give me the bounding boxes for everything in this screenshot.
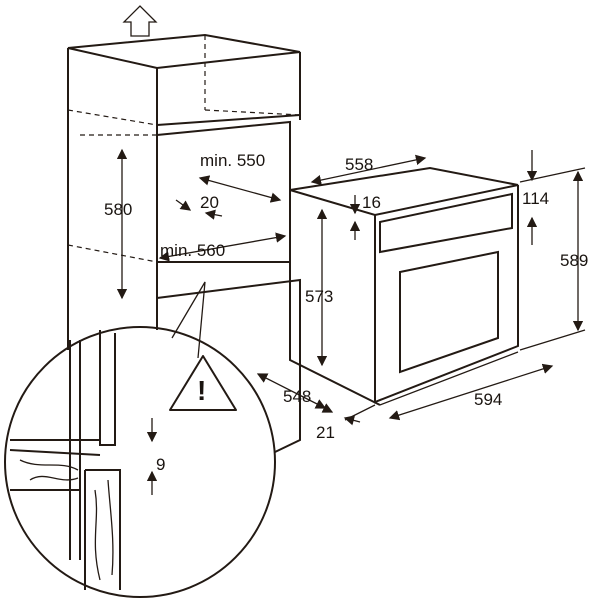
dim-oven-width: 594 xyxy=(474,390,502,409)
dim-niche-width: min. 560 xyxy=(160,241,225,260)
dim-panel-offset: 16 xyxy=(362,193,381,212)
dim-front-thickness: 21 xyxy=(316,423,335,442)
oven-dimensions: 558 16 114 589 573 548 594 21 xyxy=(256,150,588,442)
dim-control-panel-height: 114 xyxy=(522,189,549,208)
dim-oven-body-height: 573 xyxy=(305,287,333,306)
warning-symbol: ! xyxy=(197,375,206,406)
dim-detail-gap: 9 xyxy=(156,455,165,474)
cabinet xyxy=(67,33,301,453)
cabinet-dimensions: min. 550 580 20 min. 560 xyxy=(104,148,287,300)
warning-icon: ! xyxy=(169,355,237,411)
dim-gap-top: 20 xyxy=(200,193,219,212)
dim-oven-total-height: 589 xyxy=(560,251,588,270)
detail-callout: 9 xyxy=(4,281,276,598)
dim-niche-height: 580 xyxy=(104,200,132,219)
dim-niche-depth: min. 550 xyxy=(200,151,265,170)
lift-up-arrow-icon xyxy=(122,5,158,37)
dim-oven-body-depth: 548 xyxy=(283,387,311,406)
dim-oven-depth-top: 558 xyxy=(345,155,373,174)
